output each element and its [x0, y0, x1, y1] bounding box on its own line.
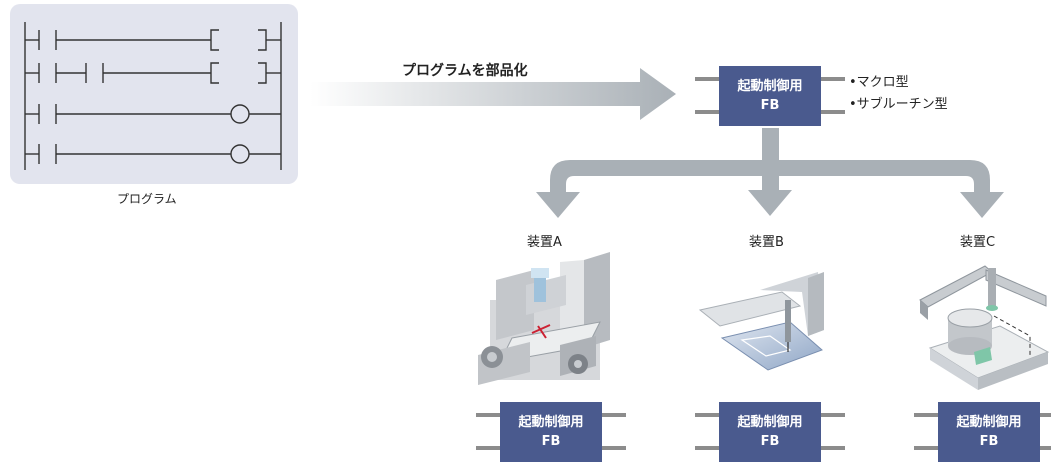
fb-block-main: 起動制御用 FB: [695, 66, 845, 126]
fb-block-device-c-line1: 起動制御用: [956, 415, 1022, 430]
ladder-panel: [10, 4, 298, 184]
main-arrow: [310, 68, 676, 120]
device-a-illustration: [478, 252, 610, 385]
fb-block-device-b-line2: FB: [760, 434, 780, 449]
fb-type-macro: •マクロ型: [849, 75, 909, 90]
fb-block-device-a-line1: 起動制御用: [518, 415, 584, 430]
fb-type-subroutine: •サブルーチン型: [849, 97, 948, 112]
program-caption: プログラム: [117, 192, 177, 206]
device-c-illustration: [919, 265, 1050, 390]
device-b-illustration: [698, 272, 824, 371]
branch-arrows: [536, 128, 1004, 218]
fb-block-device-c-line2: FB: [979, 434, 999, 449]
fb-block-device-b: 起動制御用 FB: [695, 402, 845, 462]
fb-block-main-line2: FB: [760, 98, 780, 113]
ladder-diagram: [24, 22, 282, 170]
device-a-label: 装置A: [527, 235, 562, 250]
fb-block-device-a: 起動制御用 FB: [476, 402, 626, 462]
fb-block-main-line1: 起動制御用: [737, 79, 803, 94]
device-b-label: 装置B: [749, 235, 784, 250]
fb-block-device-b-line1: 起動制御用: [737, 415, 803, 430]
arrow-caption: プログラムを部品化: [402, 63, 528, 79]
device-c-label: 装置C: [960, 235, 996, 250]
fb-block-device-c: 起動制御用 FB: [914, 402, 1051, 462]
fb-block-device-a-line2: FB: [541, 434, 561, 449]
